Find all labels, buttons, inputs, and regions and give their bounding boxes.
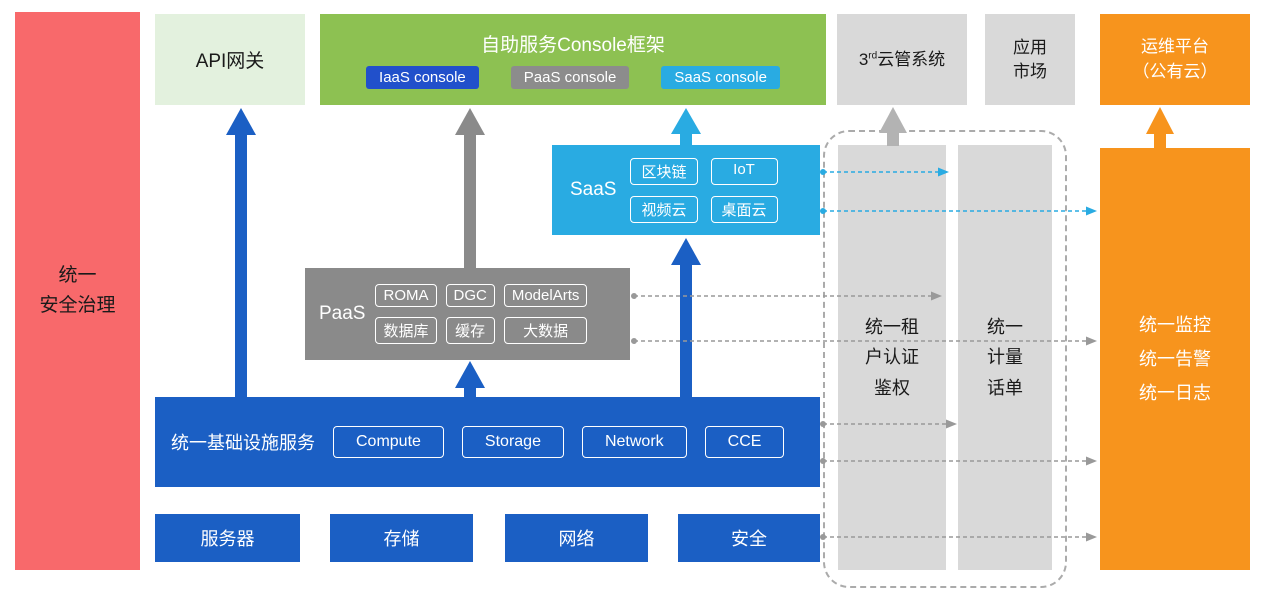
tenant-auth-line: 鉴权 (874, 377, 910, 398)
tenant-auth-line: 统一租 (865, 316, 919, 337)
paas-service-database: 数据库 (375, 317, 437, 344)
console-buttons-row: IaaS console PaaS console SaaS console (366, 66, 780, 89)
arrow-infra-to-paas (455, 361, 485, 398)
saas-service-video-cloud: 视频云 (630, 195, 698, 223)
metering-billing-line: 统一 (987, 316, 1023, 337)
paas-services-grid: ROMA DGC ModelArts 数据库 缓存 大数据 (375, 284, 588, 344)
resource-box-storage: 存储 (330, 514, 473, 562)
security-governance-bar: 统一 安全治理 (15, 12, 140, 570)
metering-billing-column: 统一 计量 话单 (958, 145, 1052, 570)
arrow-infra-to-api-gateway (226, 108, 256, 397)
paas-service-modelarts: ModelArts (503, 284, 588, 307)
saas-services-grid: 区块链 IoT 视频云 桌面云 (630, 157, 778, 223)
third-party-cloud-mgmt-label: 3rd云管系统 (859, 48, 945, 72)
third-party-prefix: 3 (858, 49, 869, 69)
saas-service-desktop-cloud: 桌面云 (710, 195, 778, 223)
arrow-monitor-to-om-platform (1146, 107, 1174, 148)
third-party-sup: rd (868, 49, 878, 61)
paas-console-button: PaaS console (510, 66, 630, 89)
app-market-line: 应用 (1013, 37, 1047, 57)
third-party-rest: 云管系统 (877, 49, 946, 69)
infrastructure-layer-box: 统一基础设施服务 Compute Storage Network CCE (155, 397, 820, 487)
saas-layer-box: SaaS 区块链 IoT 视频云 桌面云 (552, 145, 820, 235)
paas-layer-label: PaaS (319, 303, 366, 324)
om-platform-box: 运维平台 （公有云） (1100, 14, 1250, 105)
monitor-bar-line: 统一监控 (1139, 314, 1211, 335)
iaas-console-button: IaaS console (366, 66, 479, 89)
paas-service-dgc: DGC (445, 284, 495, 307)
api-gateway-label: API网关 (195, 51, 265, 72)
tenant-auth-column: 统一租 户认证 鉴权 (838, 145, 946, 570)
auth-billing-dashed-container (823, 130, 1067, 588)
monitor-bar-line: 统一日志 (1139, 383, 1211, 404)
arrow-paas-to-console (455, 108, 485, 269)
saas-layer-label: SaaS (570, 179, 617, 200)
third-party-cloud-mgmt-box: 3rd云管系统 (837, 14, 967, 105)
resource-box-security: 安全 (678, 514, 820, 562)
arrow-infra-to-saas (671, 238, 701, 398)
tenant-auth-line: 户认证 (865, 347, 919, 368)
resource-box-network: 网络 (505, 514, 648, 562)
paas-service-bigdata: 大数据 (503, 317, 588, 344)
paas-service-roma: ROMA (375, 284, 437, 307)
saas-service-blockchain: 区块链 (630, 157, 698, 185)
infra-service-cce: CCE (704, 426, 785, 458)
paas-service-cache: 缓存 (445, 317, 495, 344)
saas-console-button: SaaS console (661, 66, 780, 89)
infra-service-compute: Compute (333, 426, 444, 458)
metering-billing-line: 计量 (987, 347, 1023, 368)
resource-box-server: 服务器 (155, 514, 300, 562)
metering-billing-line: 话单 (987, 377, 1023, 398)
console-frame-box: 自助服务Console框架 IaaS console PaaS console … (320, 14, 826, 105)
arrow-saas-to-console (671, 108, 701, 146)
monitor-alarm-log-bar: 统一监控 统一告警 统一日志 (1100, 148, 1250, 570)
security-bar-line: 统一 (58, 264, 97, 286)
infrastructure-label: 统一基础设施服务 (171, 433, 315, 453)
api-gateway-box: API网关 (155, 14, 305, 105)
security-bar-line: 安全治理 (39, 295, 116, 316)
monitor-bar-line: 统一告警 (1139, 348, 1211, 369)
paas-layer-box: PaaS ROMA DGC ModelArts 数据库 缓存 大数据 (305, 268, 630, 360)
om-platform-line: 运维平台 (1141, 36, 1209, 56)
saas-service-iot: IoT (710, 157, 778, 185)
console-frame-title: 自助服务Console框架 (481, 35, 665, 56)
app-market-box: 应用 市场 (985, 14, 1075, 105)
om-platform-line: （公有云） (1132, 61, 1218, 81)
infra-service-network: Network (581, 426, 687, 458)
infra-service-storage: Storage (461, 426, 564, 458)
app-market-line: 市场 (1013, 61, 1047, 81)
